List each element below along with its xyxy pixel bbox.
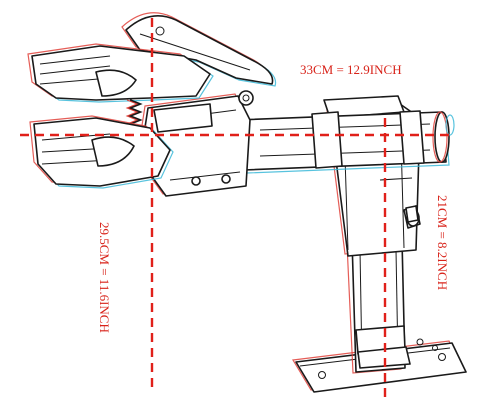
length-dimension-label: 33CM = 12.9INCH: [300, 62, 402, 77]
upper-jaw: [27, 43, 214, 103]
arm-tube: [235, 110, 455, 174]
stand-height-dimension-label: 21CM = 8.2INCH: [435, 195, 450, 290]
clamp-height-dimension-label: 29.5CM = 11.6INCH: [97, 222, 112, 333]
clamp-lever-handle: [121, 12, 277, 87]
clamp-body: [136, 90, 254, 197]
dimension-lines: [20, 18, 450, 400]
stand-post: [346, 239, 411, 374]
stand-fastener: [405, 205, 419, 223]
